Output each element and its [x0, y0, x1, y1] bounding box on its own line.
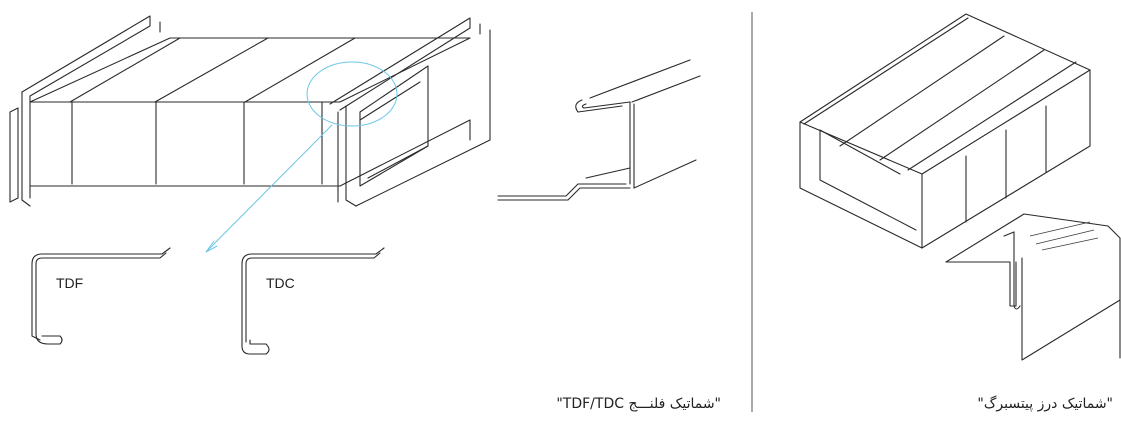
- detail-circle: [306, 61, 398, 127]
- caption-pittsburgh: "شماتیک درز پیتسبرگ": [977, 396, 1113, 412]
- pittsburgh-duct-drawing: [799, 13, 1121, 361]
- caption-flange: "شماتیک فلنـــج TDF/TDC": [556, 396, 721, 412]
- tdf-profile: TDF: [31, 247, 171, 345]
- tdc-label: TDC: [266, 275, 295, 291]
- tdc-profile: TDC: [241, 247, 385, 355]
- tdf-label: TDF: [56, 275, 83, 291]
- flanged-duct-drawing: [9, 15, 491, 253]
- detail-leader-arrow: [205, 124, 333, 253]
- flange-corner-detail: [497, 59, 701, 201]
